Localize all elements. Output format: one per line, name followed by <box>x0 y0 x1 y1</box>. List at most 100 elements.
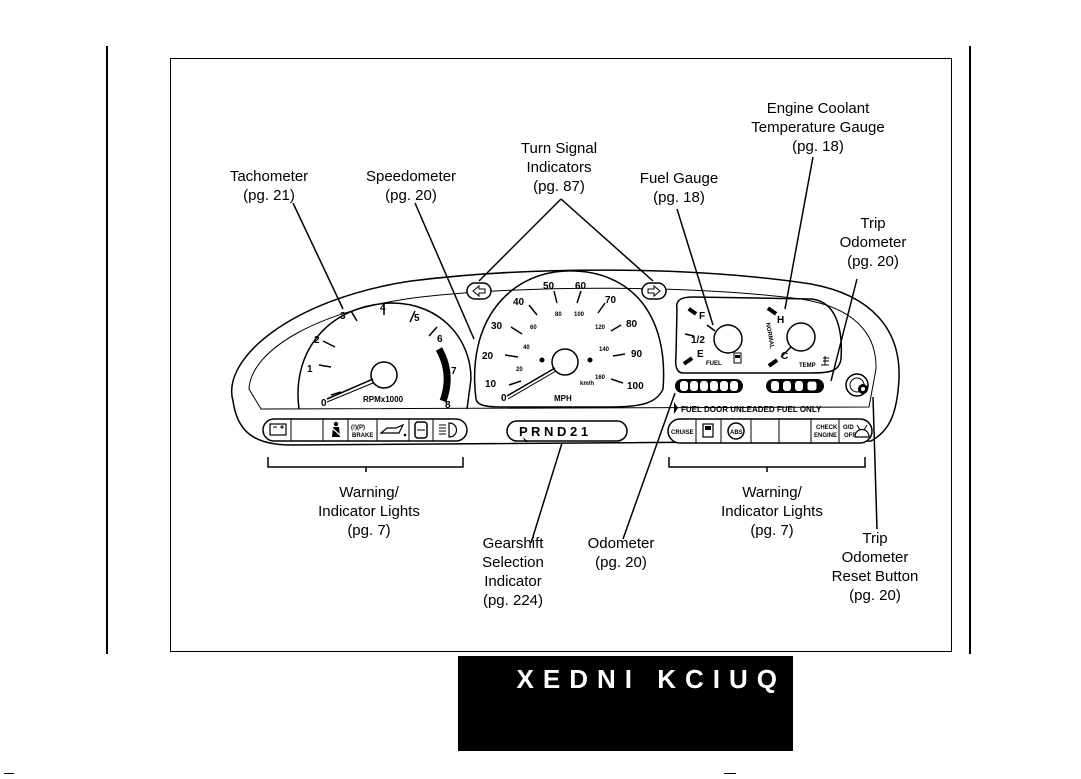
tach-tick-3: 3 <box>340 311 346 322</box>
brake-label-top: (!)(P) <box>351 425 365 431</box>
od-off-label-bottom: OFF <box>844 433 856 439</box>
coolant-thermometer-icon <box>821 356 829 366</box>
svg-text:Speedometer: Speedometer <box>366 168 456 185</box>
speedo-hub <box>551 348 579 376</box>
fuel-half-label: 1/2 <box>691 335 705 346</box>
kmh-tick-140: 140 <box>599 347 610 353</box>
instrument-cluster-diagram: 0 1 2 3 4 5 6 7 8 RPMx1000 0 10 <box>230 100 919 609</box>
tach-tick-5: 5 <box>414 313 420 324</box>
od-off-label-top: O/D <box>843 425 854 431</box>
tach-tick-4: 4 <box>380 303 386 314</box>
speedo-tick-50: 50 <box>543 281 555 292</box>
turn-signal-leader-left <box>478 198 562 282</box>
callout-speedometer: Speedometer (pg. 20) <box>366 168 456 204</box>
speedo-tick-90: 90 <box>631 349 643 360</box>
kmh-tick-120: 120 <box>595 325 606 331</box>
tachometer-leader-line <box>292 202 344 310</box>
temp-hot-label: H <box>777 315 784 326</box>
tach-tick-2: 2 <box>314 335 320 346</box>
tach-needle <box>326 378 374 400</box>
svg-text:Turn Signal: Turn Signal <box>521 140 597 157</box>
callout-odometer: Odometer (pg. 20) <box>588 535 655 571</box>
svg-text:Engine Coolant: Engine Coolant <box>767 100 870 117</box>
cluster-housing <box>230 269 900 446</box>
turn-signal-leader-right <box>560 198 654 282</box>
kmh-tick-80: 80 <box>555 312 562 318</box>
instrument-cluster-figure: 0 1 2 3 4 5 6 7 8 RPMx1000 0 10 <box>170 58 952 652</box>
kmh-tick-40: 40 <box>523 345 530 351</box>
speedo-tick-80: 80 <box>626 319 638 330</box>
low-fuel-icon <box>702 423 714 438</box>
turn-signal-right-indicator <box>641 282 667 300</box>
trip-reset-button[interactable] <box>845 373 869 397</box>
footer-mark-right <box>724 773 736 774</box>
fuel-empty-label: E <box>697 349 704 360</box>
battery-icon <box>269 423 287 436</box>
temp-gauge-needle <box>780 346 792 358</box>
svg-text:Indicator: Indicator <box>484 573 542 590</box>
odometer-display <box>675 379 743 393</box>
speedo-tick-10: 10 <box>485 379 497 390</box>
check-engine-label-bottom: ENGINE <box>814 433 837 439</box>
svg-text:Odometer: Odometer <box>840 234 907 251</box>
warning-left-bracket <box>267 457 464 468</box>
callout-turn-signal: Turn Signal Indicators (pg. 87) <box>521 140 597 195</box>
quick-index-tab[interactable]: XEDNI KCIUQ <box>458 656 793 751</box>
svg-text:Warning/: Warning/ <box>339 484 399 501</box>
door-ajar-icon <box>414 421 428 439</box>
turn-signal-left-indicator <box>466 282 492 300</box>
svg-text:(pg. 87): (pg. 87) <box>533 178 585 195</box>
svg-text:Reset Button: Reset Button <box>832 568 919 585</box>
speedo-tick-20: 20 <box>482 351 494 362</box>
speedo-tick-30: 30 <box>491 321 503 332</box>
gearshift-selection-indicator: P R N D 2 1 <box>506 420 628 442</box>
high-beam-icon <box>439 422 458 438</box>
oil-pressure-icon <box>379 423 407 437</box>
svg-text:Fuel Gauge: Fuel Gauge <box>640 170 718 187</box>
tach-redline-arc <box>435 347 451 403</box>
svg-text:Indicator Lights: Indicator Lights <box>318 503 420 520</box>
speedo-tick-60: 60 <box>575 281 587 292</box>
temp-normal-scale-label: NORMAL <box>764 322 775 349</box>
abs-icon: ABS <box>727 422 745 440</box>
speedo-needle <box>506 367 556 397</box>
right-page-margin-line <box>969 46 971 654</box>
svg-text:(pg. 20): (pg. 20) <box>847 253 899 270</box>
fuel-door-note: FUEL DOOR UNLEADED FUEL ONLY <box>681 405 822 414</box>
svg-text:Trip: Trip <box>862 530 887 547</box>
fuel-word-label: FUEL <box>706 361 722 367</box>
cruise-label: CRUISE <box>671 430 694 436</box>
tach-tick-7: 7 <box>451 366 457 377</box>
svg-text:Indicators: Indicators <box>526 159 591 176</box>
svg-text:(pg. 20): (pg. 20) <box>849 587 901 604</box>
speedo-tick-100: 100 <box>627 381 644 392</box>
kmh-tick-100: 100 <box>574 312 585 318</box>
abs-label: ABS <box>730 430 743 436</box>
temp-cold-label: C <box>781 351 788 362</box>
svg-text:(pg. 224): (pg. 224) <box>483 592 543 609</box>
callout-warning-left: Warning/ Indicator Lights (pg. 7) <box>318 484 420 539</box>
quick-index-label: XEDNI KCIUQ <box>516 664 786 694</box>
mph-unit-label: MPH <box>554 394 572 403</box>
footer-mark-left <box>4 773 14 774</box>
callout-trip-reset: Trip Odometer Reset Button (pg. 20) <box>832 530 919 604</box>
odometer-leader-line <box>622 392 676 540</box>
svg-text:(pg. 20): (pg. 20) <box>385 187 437 204</box>
fuel-gauge-hub <box>713 324 743 354</box>
fuel-gauge-needle <box>706 324 716 332</box>
trip-odometer-leader-line <box>830 278 858 382</box>
tach-tick-0: 0 <box>321 398 327 409</box>
fuel-temp-gauge-panel <box>674 296 843 374</box>
tach-tick-1: 1 <box>307 364 313 375</box>
fuel-gauge-leader-line <box>676 208 714 326</box>
svg-text:(pg. 20): (pg. 20) <box>595 554 647 571</box>
callout-fuel-gauge: Fuel Gauge (pg. 18) <box>640 170 718 206</box>
brake-warning-icon: (!)(P) BRAKE <box>350 422 376 439</box>
tach-tick-6: 6 <box>437 334 443 345</box>
fuel-full-label: F <box>699 311 705 322</box>
svg-text:Indicator Lights: Indicator Lights <box>721 503 823 520</box>
svg-text:(pg. 18): (pg. 18) <box>653 189 705 206</box>
warning-right-bracket <box>668 457 866 468</box>
tach-tick-8: 8 <box>445 400 451 411</box>
kmh-tick-60: 60 <box>530 325 537 331</box>
